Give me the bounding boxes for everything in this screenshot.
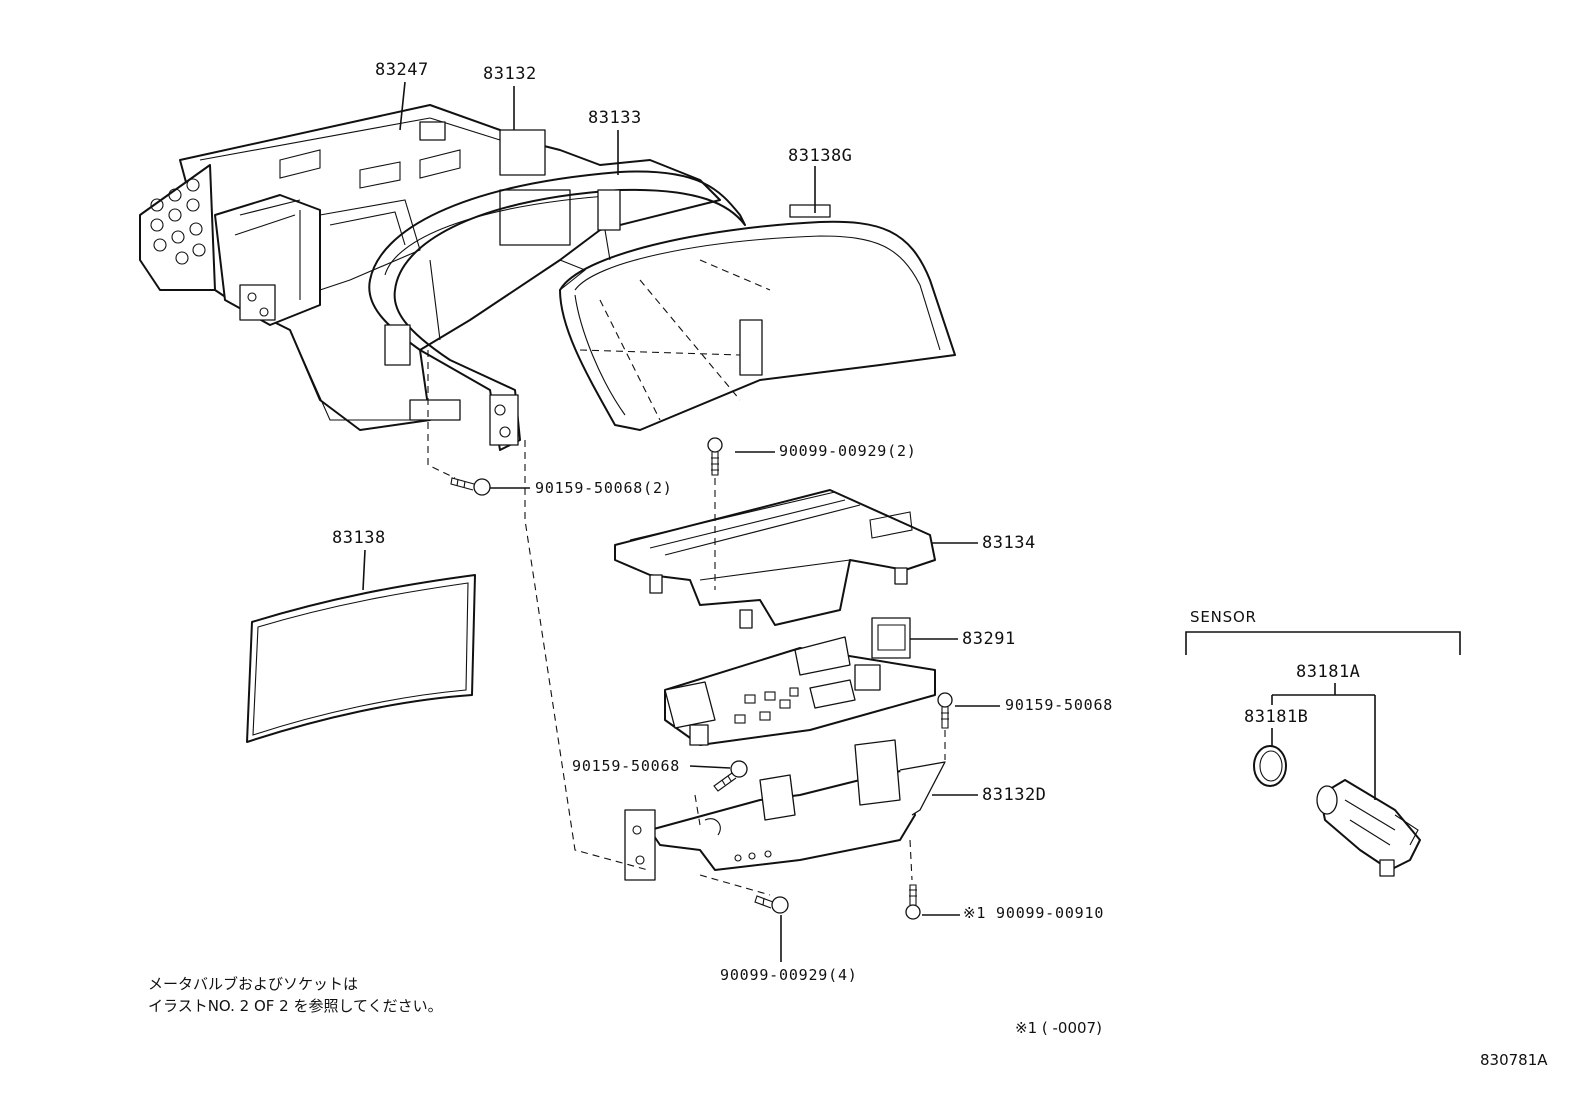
screw-90099-00929-top	[707, 437, 723, 476]
label-83133: 83133	[588, 108, 642, 128]
note-line-1: メータバルブおよびソケットは	[148, 975, 359, 993]
bottom-bracket-83132D	[624, 739, 946, 881]
meter-bezel-83133	[368, 170, 746, 451]
label-83132: 83132	[483, 64, 537, 84]
label-90159-50068-right: 90159-50068	[1005, 696, 1114, 714]
footnote-1: ※1 ( -0007)	[1015, 1019, 1102, 1037]
plate-83134	[614, 489, 936, 629]
illustration-id: 830781A	[1480, 1051, 1548, 1069]
o-ring-83181B	[1253, 745, 1287, 787]
sensor-group-title: SENSOR	[1190, 608, 1257, 626]
label-83138G: 83138G	[788, 146, 853, 166]
screw-90099-00910	[905, 884, 921, 920]
label-83181A: 83181A	[1296, 662, 1361, 682]
speed-sensor-83181A	[1316, 779, 1421, 877]
screw-90159-50068-2	[450, 477, 491, 496]
rear-case-83247	[139, 104, 721, 431]
label-83132D: 83132D	[982, 785, 1047, 805]
note-line-2: イラストNO. 2 OF 2 を参照してください。	[148, 997, 443, 1015]
label-83291: 83291	[962, 629, 1016, 649]
screw-90159-50068-right	[937, 692, 953, 729]
label-90159-50068-2: 90159-50068(2)	[535, 479, 673, 497]
label-83247: 83247	[375, 60, 429, 80]
circuit-board-83291	[664, 617, 936, 746]
assembly-dashed-lines	[427, 350, 946, 896]
label-83181B: 83181B	[1244, 707, 1309, 727]
label-90099-00910: ※1 90099-00910	[963, 904, 1105, 922]
front-glass-83138G	[559, 204, 956, 431]
label-83138: 83138	[332, 528, 386, 548]
screw-90099-00929-bottom	[754, 895, 789, 914]
display-film-83138	[246, 574, 476, 743]
label-83134: 83134	[982, 533, 1036, 553]
leader-lines	[362, 81, 1461, 962]
screw-90159-50068-left	[713, 760, 748, 792]
label-90159-50068-left: 90159-50068	[572, 757, 681, 775]
label-90099-00929-4: 90099-00929(4)	[720, 966, 858, 984]
label-90099-00929-2: 90099-00929(2)	[779, 442, 917, 460]
